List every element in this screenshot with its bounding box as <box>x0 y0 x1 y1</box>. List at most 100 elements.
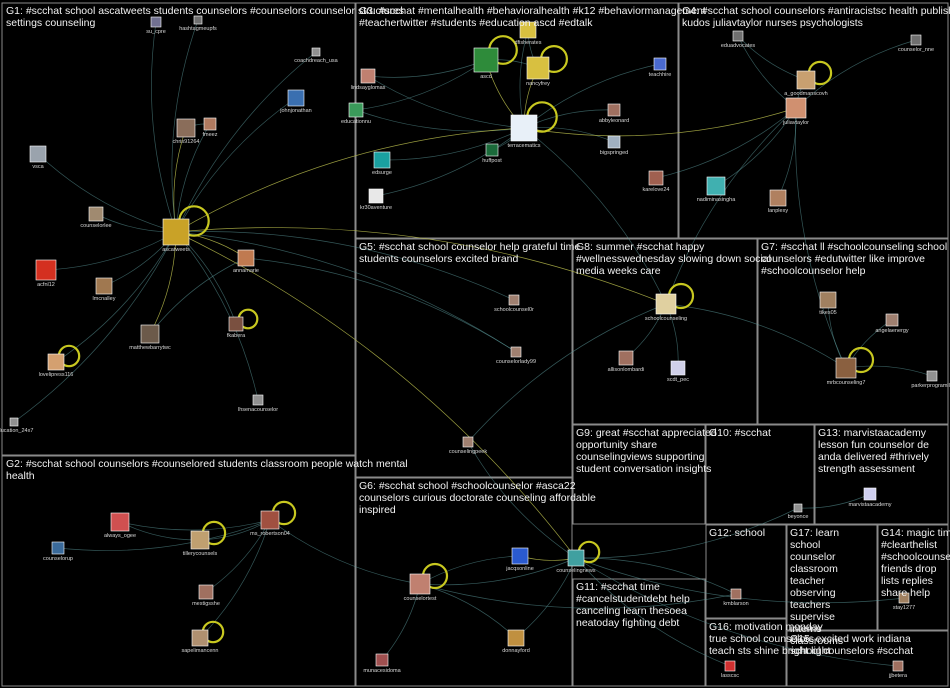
group-label-g13: G13: marvistaacademy lesson fun counselo… <box>818 427 932 475</box>
node-label-ascd: ascd <box>480 74 492 80</box>
group-label-g17-line1: G17: learn <box>790 527 839 539</box>
node-avatar-counselingnews <box>568 550 584 566</box>
node-label-terracematics: terracematics <box>507 143 540 149</box>
group-label-g11-line4: neatoday fighting debt <box>576 617 679 629</box>
node-label-lmcnalley: lmcnalley <box>93 296 116 302</box>
group-label-g11-line2: #cancelstudentdebt help <box>576 593 690 605</box>
node-label-fmeez: fmeez <box>203 132 218 138</box>
node-avatar-annamarie <box>238 250 254 266</box>
node-avatar-tillerycounsels <box>191 531 209 549</box>
node-avatar-angelaenergy <box>886 314 898 326</box>
node-avatar-education_24x7 <box>10 418 18 426</box>
node-label-counselortest: counselortest <box>404 596 437 602</box>
node-avatar-lasscsc <box>725 661 735 671</box>
node-avatar-jjbetera <box>893 661 903 671</box>
node-avatar-counselor_nne <box>911 35 921 45</box>
group-label-g6-line2: counselors curious doctorate counseling … <box>359 492 596 504</box>
node-label-su_cpre: su_cpre <box>146 29 166 35</box>
group-label-g14-line1: G14: magic time <box>881 527 950 539</box>
node-label-acfnl12: acfnl12 <box>37 282 55 288</box>
node-avatar-nadiminasingha <box>707 177 725 195</box>
node-avatar-counselorlady99 <box>511 347 521 357</box>
node-lanplexy[interactable]: lanplexy <box>768 190 788 214</box>
group-label-g10: G10: #scchat <box>709 427 771 439</box>
group-label-g4-line1: G4: #scchat school counselors #antiracis… <box>682 5 950 17</box>
group-label-g12: G12: school <box>709 527 765 539</box>
node-lmcnalley[interactable]: lmcnalley <box>93 278 116 302</box>
node-label-schoolcounsel0r: schoolcounsel0r <box>494 307 534 313</box>
group-label-g7-line1: G7: #scchat ll #schoolcounseling school <box>761 241 947 253</box>
node-avatar-jacqsonline <box>512 548 528 564</box>
node-label-a_goodmanscovh: a_goodmanscovh <box>784 91 827 97</box>
node-label-tikes05: tikes05 <box>819 310 836 316</box>
node-label-karelove24: karelove24 <box>643 187 670 193</box>
node-label-huffpost: huffpost <box>482 158 502 164</box>
node-tikes05[interactable]: tikes05 <box>819 292 836 316</box>
node-vsca[interactable]: vsca <box>30 146 46 170</box>
node-label-stay1277: stay1277 <box>893 605 915 611</box>
node-label-donnayford: donnayford <box>502 648 530 654</box>
group-label-g13-line2: lesson fun counselor de <box>818 439 929 451</box>
group-label-g14-line6: share help <box>881 587 930 599</box>
group-label-g17-line3: counselor <box>790 551 836 563</box>
group-label-g16-line1: G16: motivation monday <box>709 621 824 633</box>
group-label-g9-line1: G9: great #scchat appreciated <box>576 427 717 439</box>
node-label-vsca: vsca <box>32 164 44 170</box>
group-label-g12-line1: G12: school <box>709 527 765 539</box>
group-label-g17-line4: classroom <box>790 563 838 575</box>
node-label-ascatweets: ascatweets <box>162 247 190 253</box>
node-label-bigspringed: bigspringed <box>600 150 628 156</box>
node-label-matthewbarrytwc: matthewbarrytwc <box>129 345 171 351</box>
node-avatar-a_goodmanscovh <box>797 71 815 89</box>
node-avatar-always_ogee <box>111 513 129 531</box>
node-label-eduadvocates: eduadvocates <box>721 43 755 49</box>
node-label-counselorlee: counselorlee <box>80 223 111 229</box>
node-avatar-lhsenacounselor <box>253 395 263 405</box>
node-avatar-educationnu <box>349 103 363 117</box>
node-avatar-counselorup <box>52 542 64 554</box>
group-label-g14-line4: friends drop <box>881 563 937 575</box>
node-avatar-counselorlee <box>89 207 103 221</box>
node-label-ms_robertson04: ms_robertson04 <box>250 531 290 537</box>
node-avatar-munacesidoma <box>376 654 388 666</box>
node-label-educationnu: educationnu <box>341 119 371 125</box>
node-avatar-hashtagmeupfs <box>194 16 202 24</box>
node-avatar-terracematics <box>511 115 537 141</box>
node-avatar-chris91264 <box>177 119 195 137</box>
node-avatar-schoolcounsel0r <box>509 295 519 305</box>
node-label-counselingnews: counselingnews <box>556 568 595 574</box>
group-label-g13-line4: strength assessment <box>818 463 915 475</box>
group-label-g13-line3: anda delivered #thrively <box>818 451 930 463</box>
node-label-marvistaacademy: marvistaacademy <box>848 502 891 508</box>
node-label-hashtagmeupfs: hashtagmeupfs <box>179 26 217 32</box>
group-label-g13-line1: G13: marvistaacademy <box>818 427 927 439</box>
group-label-g5-line1: G5: #scchat school counselor help gratef… <box>359 241 580 253</box>
node-avatar-scdt_pec <box>671 361 685 375</box>
group-label-g14-line3: #schoolcounse... <box>881 551 950 563</box>
group-label-g3-line1: G3: #scchat #mentalhealth #behavioralhea… <box>359 5 706 17</box>
node-label-mestigsshe: mestigsshe <box>192 601 220 607</box>
node-juliavtaylor[interactable]: juliavtaylor <box>782 98 809 126</box>
node-label-lhsenacounselor: lhsenacounselor <box>238 407 278 413</box>
node-fmeez[interactable]: fmeez <box>203 118 218 138</box>
group-label-g9-line4: student conversation insights <box>576 463 711 475</box>
group-label-g14-line2: #clearthelist <box>881 539 937 551</box>
node-avatar-kmblarson <box>731 589 741 599</box>
node-label-munacesidoma: munacesidoma <box>363 668 401 674</box>
node-label-scdt_pec: scdt_pec <box>667 377 689 383</box>
node-label-always_ogee: always_ogee <box>104 533 136 539</box>
group-label-g5-line2: students counselors excited brand <box>359 253 519 265</box>
node-label-parkerprogramllc: parkerprogramllc <box>911 383 950 389</box>
node-label-jjbetera: jjbetera <box>888 673 908 679</box>
node-acfnl12[interactable]: acfnl12 <box>36 260 56 288</box>
node-edsurge[interactable]: edsurge <box>372 152 392 176</box>
node-label-lovelipress116: lovelipress116 <box>39 372 74 378</box>
node-avatar-schoolcounseling <box>656 294 676 314</box>
node-label-kr30aventure: kr30aventure <box>360 205 392 211</box>
node-label-counselingpeek: counselingpeek <box>449 449 487 455</box>
group-label-g15: G15: excited work indiana school counsel… <box>790 633 914 657</box>
node-avatar-fkabera <box>229 317 243 331</box>
node-avatar-juliavtaylor <box>786 98 806 118</box>
node-label-nadiminasingha: nadiminasingha <box>697 197 736 203</box>
group-label-g2-line2: health <box>6 470 35 482</box>
